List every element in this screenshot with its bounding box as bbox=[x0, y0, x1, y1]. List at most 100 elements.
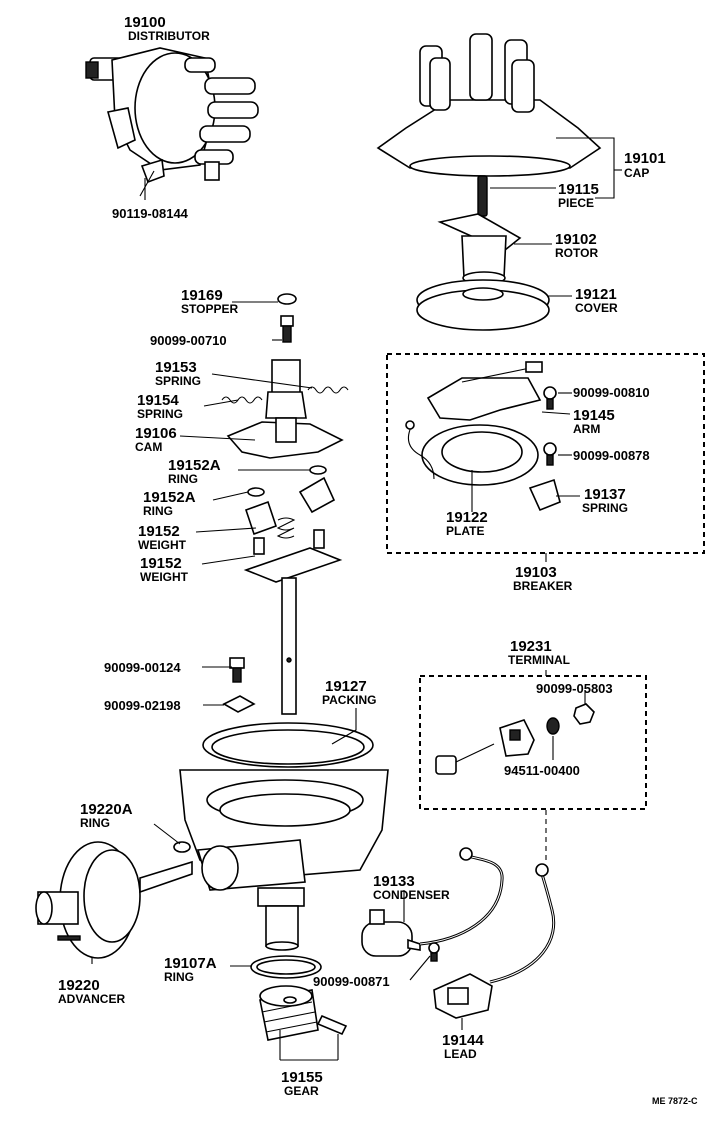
label-spring-19153: 19153 SPRING bbox=[155, 359, 201, 388]
label-terminal: 19231 TERMINAL bbox=[508, 638, 570, 667]
cap-number: 19101 bbox=[624, 150, 666, 167]
spring-19153-drawing bbox=[307, 386, 349, 394]
ring-19220a-name: RING bbox=[80, 816, 110, 830]
screw-00871-drawing bbox=[428, 942, 440, 962]
plate-number: 19122 bbox=[446, 509, 488, 526]
spring-19154-drawing bbox=[221, 396, 263, 404]
condenser-name: CONDENSER bbox=[373, 888, 450, 902]
shaft-drawing bbox=[281, 577, 297, 715]
label-arm: 19145 ARM bbox=[573, 407, 615, 436]
label-ring-19220a: 19220A RING bbox=[80, 801, 133, 830]
cover-drawing bbox=[416, 279, 550, 331]
washer-02198-drawing bbox=[222, 695, 256, 713]
weight-bottom-name: WEIGHT bbox=[140, 570, 189, 584]
arm-number: 19145 bbox=[573, 407, 615, 424]
cap-name: CAP bbox=[624, 166, 649, 180]
lead-number: 19144 bbox=[442, 1032, 484, 1049]
piece-drawing bbox=[477, 175, 488, 217]
label-packing: 19127 PACKING bbox=[322, 678, 376, 707]
rotor-number: 19102 bbox=[555, 231, 597, 248]
screw-00124-number: 90099-00124 bbox=[104, 660, 181, 675]
nut-05803-number: 90099-05803 bbox=[536, 681, 613, 696]
ring-19152a-bottom-number: 19152A bbox=[143, 489, 196, 506]
spring-19137-number: 19137 bbox=[584, 486, 626, 503]
ring-19107a-drawing bbox=[250, 955, 322, 979]
terminal-block-drawing bbox=[499, 719, 535, 757]
condenser-drawing bbox=[361, 847, 504, 957]
cam-drawing bbox=[226, 359, 344, 459]
label-cam: 19106 CAM bbox=[135, 425, 177, 454]
label-advancer: 19220 ADVANCER bbox=[58, 977, 125, 1006]
label-cover: 19121 COVER bbox=[575, 286, 618, 315]
spring-19153-name: SPRING bbox=[155, 374, 201, 388]
rotor-name: ROTOR bbox=[555, 246, 598, 260]
ring-19220a-drawing bbox=[173, 841, 191, 853]
ring-19152a-bottom-name: RING bbox=[143, 504, 173, 518]
nut-05803-drawing bbox=[573, 703, 595, 725]
breaker-number: 19103 bbox=[515, 564, 557, 581]
distributor-drawing bbox=[85, 47, 259, 181]
leader-lines bbox=[91, 137, 622, 1061]
stopper-name: STOPPER bbox=[181, 302, 238, 316]
label-ring-19107a: 19107A RING bbox=[164, 955, 217, 984]
weight-top-number: 19152 bbox=[138, 523, 180, 540]
washer-02198-number: 90099-02198 bbox=[104, 698, 181, 713]
terminal-bolt-drawing bbox=[435, 743, 495, 775]
plate-name: PLATE bbox=[446, 524, 484, 538]
advancer-number: 19220 bbox=[58, 977, 100, 994]
washer-00400-drawing bbox=[546, 717, 560, 735]
screw-00878-number: 90099-00878 bbox=[573, 448, 650, 463]
piece-number: 19115 bbox=[558, 181, 599, 198]
spring-19154-name: SPRING bbox=[137, 407, 183, 421]
weight-bottom-drawing bbox=[243, 517, 343, 583]
weight-bottom-number: 19152 bbox=[140, 555, 182, 572]
bolt-drawing bbox=[139, 158, 165, 197]
arm-drawing bbox=[426, 361, 543, 421]
distributor-number: 19100 bbox=[124, 14, 166, 31]
ring-19152a-top-name: RING bbox=[168, 472, 198, 486]
gear-drawing bbox=[259, 985, 319, 1041]
cam-name: CAM bbox=[135, 440, 162, 454]
label-weight-bottom: 19152 WEIGHT bbox=[140, 555, 189, 584]
packing-number: 19127 bbox=[325, 678, 367, 695]
weight-top-name: WEIGHT bbox=[138, 538, 187, 552]
diagram-code: ME 7872-C bbox=[652, 1096, 698, 1106]
piece-name: PIECE bbox=[558, 196, 594, 210]
screw-00810-number: 90099-00810 bbox=[573, 385, 650, 400]
ring-19152a-top-drawing bbox=[309, 465, 327, 475]
label-cap: 19101 CAP bbox=[624, 150, 666, 180]
label-breaker: 19103 BREAKER bbox=[513, 564, 573, 593]
screw-00878-drawing bbox=[543, 442, 557, 466]
lead-drawing bbox=[433, 863, 556, 1019]
cover-number: 19121 bbox=[575, 286, 617, 303]
packing-name: PACKING bbox=[322, 693, 376, 707]
screw-00124-drawing bbox=[229, 657, 245, 683]
label-ring-19152a-bottom: 19152A RING bbox=[143, 489, 196, 518]
advancer-drawing bbox=[35, 841, 193, 959]
arm-name: ARM bbox=[573, 422, 600, 436]
label-spring-19154: 19154 SPRING bbox=[137, 392, 183, 421]
distributor-name: DISTRIBUTOR bbox=[128, 29, 210, 43]
label-rotor: 19102 ROTOR bbox=[555, 231, 598, 260]
spring-19153-number: 19153 bbox=[155, 359, 197, 376]
terminal-dashed-box bbox=[419, 675, 647, 810]
housing-drawing bbox=[179, 769, 389, 951]
ring-19107a-name: RING bbox=[164, 970, 194, 984]
label-spring-19137: 19137 SPRING bbox=[582, 486, 628, 515]
stopper-number: 19169 bbox=[181, 287, 223, 304]
label-lead: 19144 LEAD bbox=[442, 1032, 484, 1061]
label-condenser: 19133 CONDENSER bbox=[373, 873, 450, 902]
bolt-08144-number: 90119-08144 bbox=[112, 206, 189, 221]
screw-00710-drawing bbox=[280, 315, 294, 343]
label-ring-19152a-top: 19152A RING bbox=[168, 457, 221, 486]
breaker-name: BREAKER bbox=[513, 579, 573, 593]
gear-number: 19155 bbox=[281, 1069, 323, 1086]
stopper-drawing bbox=[277, 293, 297, 305]
spring-19137-drawing bbox=[528, 478, 561, 512]
packing-drawing bbox=[202, 722, 374, 768]
washer-00400-number: 94511-00400 bbox=[504, 763, 580, 778]
condenser-number: 19133 bbox=[373, 873, 415, 890]
label-gear: 19155 GEAR bbox=[281, 1069, 323, 1098]
screw-00710-number: 90099-00710 bbox=[150, 333, 227, 348]
